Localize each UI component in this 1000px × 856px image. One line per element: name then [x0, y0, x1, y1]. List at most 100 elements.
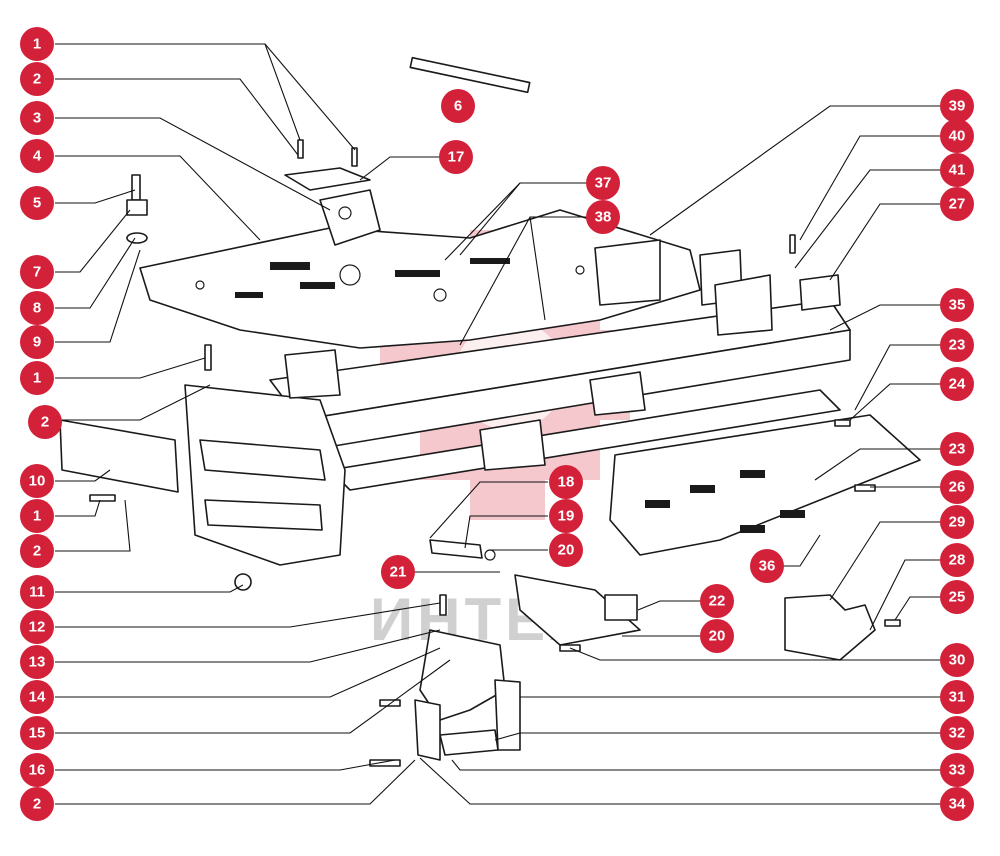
svg-text:9: 9 — [33, 334, 41, 351]
svg-text:20: 20 — [558, 542, 575, 559]
svg-text:3: 3 — [33, 110, 41, 127]
callout-26: 26 — [940, 470, 974, 504]
callout-38: 38 — [586, 200, 620, 234]
svg-text:6: 6 — [454, 98, 462, 115]
callout-20: 20 — [549, 533, 583, 567]
callout-39: 39 — [940, 89, 974, 123]
svg-text:17: 17 — [448, 149, 465, 166]
svg-text:2: 2 — [33, 71, 41, 88]
svg-text:40: 40 — [949, 128, 966, 145]
svg-text:23: 23 — [949, 441, 966, 458]
svg-text:8: 8 — [33, 300, 41, 317]
rod-18-19 — [429, 539, 496, 561]
callout-2d: 2 — [20, 787, 54, 821]
callout-8: 8 — [20, 291, 54, 325]
seat-mount-block — [284, 167, 381, 246]
callout-23b: 23 — [940, 432, 974, 466]
svg-text:22: 22 — [709, 593, 726, 610]
chain-6 — [409, 56, 531, 94]
callout-17: 17 — [439, 140, 473, 174]
callout-20b: 20 — [700, 619, 734, 653]
callout-36: 36 — [750, 549, 784, 583]
callout-11: 11 — [20, 575, 54, 609]
svg-text:27: 27 — [949, 196, 966, 213]
front-axle-housing — [184, 349, 346, 566]
mount-bracket-22 — [514, 574, 641, 646]
callout-18: 18 — [549, 465, 583, 499]
svg-text:10: 10 — [29, 473, 46, 490]
svg-text:29: 29 — [949, 514, 966, 531]
callout-12: 12 — [20, 610, 54, 644]
callout-7: 7 — [20, 255, 54, 289]
svg-text:21: 21 — [390, 564, 407, 581]
callout-24: 24 — [940, 367, 974, 401]
svg-text:32: 32 — [949, 725, 966, 742]
svg-text:1: 1 — [33, 36, 41, 53]
callout-14: 14 — [20, 680, 54, 714]
svg-text:12: 12 — [29, 619, 46, 636]
callout-22: 22 — [700, 584, 734, 618]
svg-text:4: 4 — [33, 148, 42, 165]
upper-platform — [139, 209, 701, 349]
leader-lines — [55, 43, 940, 805]
callout-32: 32 — [940, 716, 974, 750]
callout-33: 33 — [940, 753, 974, 787]
callout-1c: 1 — [20, 499, 54, 533]
svg-text:36: 36 — [759, 558, 776, 575]
callout-1b: 1 — [20, 361, 54, 395]
callout-10: 10 — [20, 464, 54, 498]
rear-cross-brackets — [594, 239, 841, 336]
svg-text:7: 7 — [33, 264, 41, 281]
svg-text:1: 1 — [33, 508, 41, 525]
callout-21: 21 — [381, 555, 415, 589]
support-block-29 — [784, 594, 876, 661]
pedal-assembly — [414, 629, 521, 761]
drive-guard — [609, 414, 921, 556]
callout-5: 5 — [20, 186, 54, 220]
callout-30: 30 — [940, 643, 974, 677]
callout-3: 3 — [20, 101, 54, 135]
side-plate-left — [59, 419, 179, 493]
callouts-left: 1 2 3 4 5 6 7 8 9 1 2 10 1 2 11 12 13 14… — [20, 27, 475, 821]
svg-text:31: 31 — [949, 689, 966, 706]
svg-text:2: 2 — [33, 543, 41, 560]
callout-31: 31 — [940, 680, 974, 714]
svg-text:5: 5 — [33, 195, 41, 212]
callout-27: 27 — [940, 187, 974, 221]
svg-text:35: 35 — [949, 297, 966, 314]
callout-9: 9 — [20, 325, 54, 359]
callout-25: 25 — [940, 580, 974, 614]
svg-text:28: 28 — [949, 552, 966, 569]
svg-text:26: 26 — [949, 479, 966, 496]
svg-text:14: 14 — [29, 689, 46, 706]
svg-text:18: 18 — [558, 474, 575, 491]
callout-13: 13 — [20, 645, 54, 679]
callout-29: 29 — [940, 505, 974, 539]
svg-text:38: 38 — [595, 209, 612, 226]
svg-text:16: 16 — [29, 762, 46, 779]
small-fasteners — [89, 139, 901, 767]
svg-text:11: 11 — [29, 584, 45, 601]
callout-15: 15 — [20, 716, 54, 750]
svg-text:1: 1 — [33, 370, 41, 387]
callout-40: 40 — [940, 119, 974, 153]
svg-text:20: 20 — [709, 628, 726, 645]
svg-text:34: 34 — [949, 796, 966, 813]
svg-text:13: 13 — [29, 654, 46, 671]
callout-35: 35 — [940, 288, 974, 322]
callout-37: 37 — [586, 166, 620, 200]
callout-16: 16 — [20, 753, 54, 787]
main-frame-rails — [269, 299, 851, 491]
svg-text:41: 41 — [949, 162, 966, 179]
svg-text:2: 2 — [41, 414, 49, 431]
callout-41: 41 — [940, 153, 974, 187]
callout-2b: 2 — [28, 405, 62, 439]
svg-text:15: 15 — [29, 725, 46, 742]
callout-23: 23 — [940, 328, 974, 362]
svg-text:19: 19 — [558, 508, 575, 525]
callouts-right: 17 37 38 39 40 41 27 35 23 24 23 26 29 2… — [381, 89, 974, 821]
svg-text:24: 24 — [949, 376, 966, 393]
svg-text:2: 2 — [33, 796, 41, 813]
callout-19: 19 — [549, 499, 583, 533]
